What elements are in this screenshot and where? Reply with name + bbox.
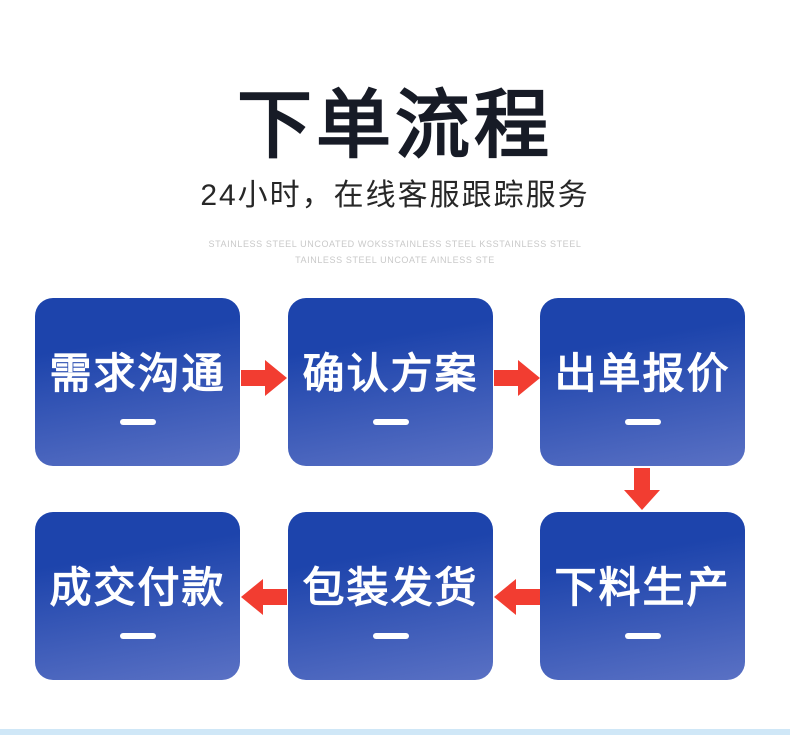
step-box-production: 下料生产 <box>540 512 745 680</box>
step-label: 包装发货 <box>302 563 479 611</box>
watermark-line-2: TAINLESS STEEL UNCOATE AINLESS STE <box>295 255 495 265</box>
step-underline <box>372 418 409 425</box>
step-label: 确认方案 <box>302 349 479 397</box>
step-label: 需求沟通 <box>49 349 226 397</box>
arrow-left-icon <box>241 579 287 615</box>
footer-bar <box>0 729 790 735</box>
step-box-packing-shipping: 包装发货 <box>288 512 493 680</box>
step-label: 下料生产 <box>554 563 731 611</box>
step-underline <box>624 632 661 639</box>
step-box-requirement: 需求沟通 <box>35 298 240 466</box>
step-underline <box>119 632 156 639</box>
step-box-quote: 出单报价 <box>540 298 745 466</box>
step-box-payment: 成交付款 <box>35 512 240 680</box>
page-title: 下单流程 <box>236 83 553 167</box>
watermark-line-1: STAINLESS STEEL UNCOATED WOKSSTAINLESS S… <box>208 239 582 249</box>
step-box-confirm-plan: 确认方案 <box>288 298 493 466</box>
subtitle: 24小时，在线客服跟踪服务 <box>200 179 590 212</box>
arrow-down-icon <box>624 468 660 510</box>
watermark-text: STAINLESS STEEL UNCOATED WOKSSTAINLESS S… <box>0 236 790 268</box>
arrow-left-icon <box>494 579 540 615</box>
step-underline <box>119 418 156 425</box>
arrow-right-icon <box>494 360 540 396</box>
arrow-right-icon <box>241 360 287 396</box>
step-label: 出单报价 <box>554 349 731 397</box>
step-underline <box>624 418 661 425</box>
step-underline <box>372 632 409 639</box>
step-label: 成交付款 <box>49 563 226 611</box>
